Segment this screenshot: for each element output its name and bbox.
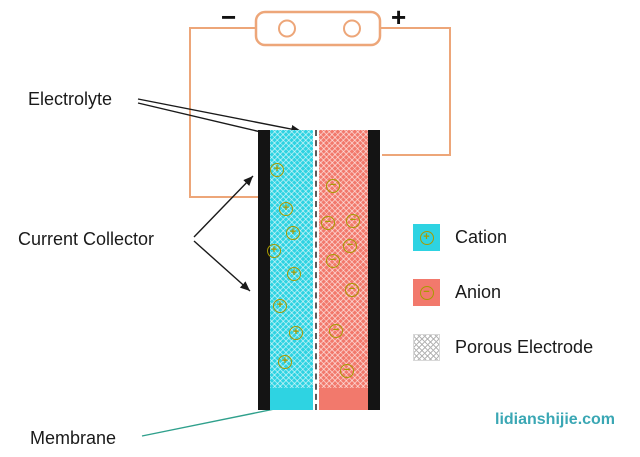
- cation-icon: +: [286, 226, 300, 240]
- membrane-dashed-line: [315, 130, 317, 410]
- anion-icon: −: [326, 179, 340, 193]
- anion-icon: −: [326, 254, 340, 268]
- legend-label-cation: Cation: [455, 227, 508, 247]
- battery-body: [254, 10, 382, 47]
- electrolyte-arrow-left: [137, 98, 302, 134]
- battery-cell-left-icon: [278, 19, 296, 38]
- watermark: lidianshijie.com: [495, 411, 616, 428]
- current-collector-left: [258, 130, 270, 410]
- membrane-label: Membrane: [30, 428, 117, 448]
- electrolyte-label: Electrolyte: [28, 89, 113, 109]
- cation-swatch: +: [413, 224, 440, 251]
- battery-cell-right-icon: [343, 19, 361, 38]
- cation-icon: +: [267, 244, 281, 258]
- anion-icon: −: [345, 283, 359, 297]
- wire-positive: [380, 27, 451, 156]
- legend-label-porous-electrode: Porous Electrode: [455, 337, 594, 357]
- legend-item-anion: − Anion: [413, 279, 501, 306]
- negative-terminal-sign: −: [221, 2, 237, 32]
- anion-icon: −: [329, 324, 343, 338]
- legend-label-anion: Anion: [455, 282, 502, 302]
- membrane-separator: [313, 130, 319, 410]
- porous-electrode-swatch: [413, 334, 440, 361]
- anion-swatch: −: [413, 279, 440, 306]
- current-collector-arrow-lower: [193, 240, 251, 292]
- current-collector-label: Current Collector: [18, 229, 155, 249]
- anion-icon: −: [346, 214, 360, 228]
- cation-icon: +: [289, 326, 303, 340]
- anion-icon: −: [321, 216, 335, 230]
- anion-icon: −: [340, 364, 354, 378]
- cation-icon: +: [278, 355, 292, 369]
- cation-icon: +: [419, 230, 434, 245]
- positive-terminal-sign: +: [391, 2, 407, 32]
- current-collector-arrow-upper: [193, 175, 254, 238]
- cation-icon: +: [273, 299, 287, 313]
- anion-icon: −: [419, 285, 434, 300]
- cation-icon: +: [279, 202, 293, 216]
- cation-icon: +: [287, 267, 301, 281]
- anion-icon: −: [343, 239, 357, 253]
- legend-item-cation: + Cation: [413, 224, 507, 251]
- legend-item-porous-electrode: Porous Electrode: [413, 334, 593, 361]
- wire-negative: [189, 27, 258, 198]
- cation-icon: +: [270, 163, 284, 177]
- current-collector-right: [368, 130, 380, 410]
